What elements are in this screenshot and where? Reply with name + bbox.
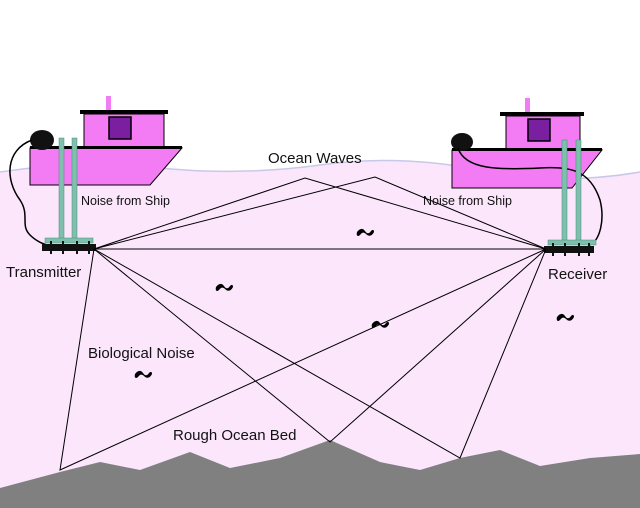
ray-bottom-3 [93, 248, 547, 459]
receiver-array [544, 246, 594, 253]
ray-bottom-2 [93, 248, 547, 443]
noise-from-ship-right-label: Noise from Ship [423, 194, 512, 208]
transducer-icon [42, 241, 96, 254]
transmitter-array-tick-4 [88, 241, 90, 254]
fish-2 [215, 283, 233, 291]
left-ship-icon [29, 96, 184, 186]
fish-icon [134, 228, 574, 378]
right-ship-roof [500, 112, 584, 116]
left-ship-mast [106, 96, 111, 114]
receiver-transducer-icon [544, 243, 594, 256]
ocean-waves-label: Ocean Waves [268, 150, 362, 167]
fish-5 [134, 370, 152, 378]
left-ship-deck-line [30, 146, 182, 149]
biological-noise-label: Biological Noise [88, 345, 195, 362]
left-ship-roof [80, 110, 168, 114]
ray-bottom-1 [59, 248, 547, 471]
fish-1 [356, 228, 374, 236]
left-rod-1 [58, 137, 65, 243]
right-ship-winch [451, 133, 473, 151]
receiver-array-tick-1 [552, 243, 554, 256]
left-ship-window [108, 116, 132, 140]
receiver-array-tick-3 [578, 243, 580, 256]
fish-4 [556, 313, 574, 321]
transmitter-array-tick-2 [62, 241, 64, 254]
transmitter-array-tick-1 [50, 241, 52, 254]
transmitter-array-tick-3 [76, 241, 78, 254]
ray-surface-2 [93, 176, 547, 250]
right-ship-deck-line [452, 148, 602, 151]
sea-water [0, 160, 640, 508]
right-ship-window [527, 118, 551, 142]
right-rod-1 [561, 139, 568, 245]
fish-3 [371, 320, 389, 328]
receiver-label: Receiver [548, 266, 608, 283]
left-ship-winch [30, 130, 54, 150]
right-crossbar [547, 239, 597, 246]
right-rod-2 [575, 139, 582, 245]
rough-ocean-bed-label: Rough Ocean Bed [173, 427, 297, 444]
right-cable-deck [457, 147, 603, 246]
receiver-mount [547, 139, 597, 246]
left-crossbar [44, 237, 94, 244]
rough-ocean-bed [0, 440, 640, 508]
left-rod-2 [71, 137, 78, 243]
propagation-rays [59, 176, 547, 471]
transmitter-array [42, 244, 96, 251]
right-ship-mast [525, 98, 530, 116]
receiver-array-tick-2 [564, 243, 566, 256]
receiver-array-tick-4 [588, 243, 590, 256]
ray-surface-1 [93, 177, 547, 250]
left-cable [9, 139, 56, 249]
transmitter-label: Transmitter [6, 264, 82, 281]
noise-from-ship-left-label: Noise from Ship [81, 194, 170, 208]
transmitter-mount [44, 137, 94, 244]
